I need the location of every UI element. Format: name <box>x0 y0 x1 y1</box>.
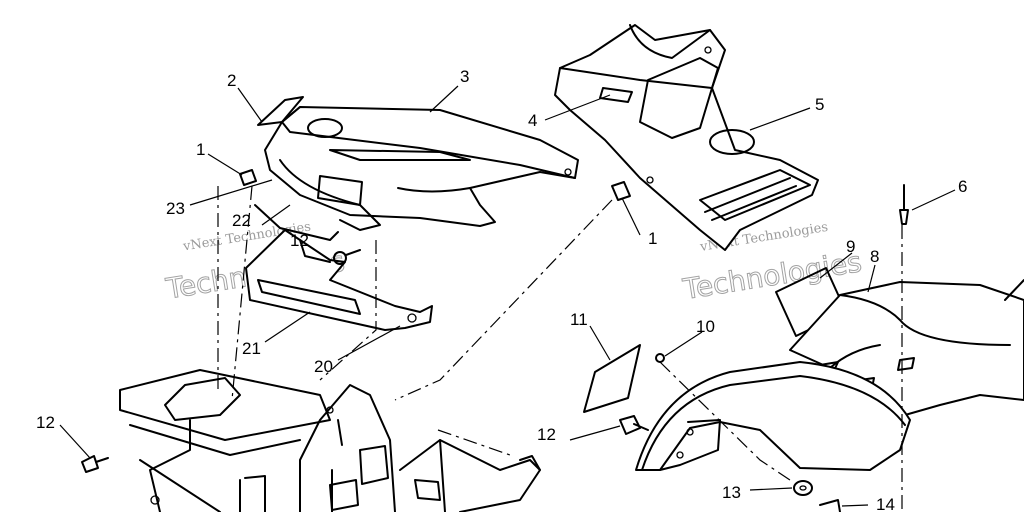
part-12-screw-middle <box>619 415 649 435</box>
callout-12-middle: 12 <box>537 425 556 444</box>
part-11-decal <box>583 344 641 413</box>
callout-5: 5 <box>815 95 824 114</box>
leader-lines <box>59 85 956 507</box>
callout-12-upper: 12 <box>290 231 309 250</box>
callout-6: 6 <box>958 177 967 196</box>
part-1-nut-right <box>611 181 631 201</box>
callout-3: 3 <box>460 67 469 86</box>
callout-22: 22 <box>232 211 251 230</box>
callout-labels: 2 3 4 5 1 23 22 12 1 6 9 8 21 20 11 10 1… <box>36 67 967 512</box>
part-13-washer <box>793 480 813 496</box>
callout-14: 14 <box>876 495 895 512</box>
callout-12-left: 12 <box>36 413 55 432</box>
callout-13: 13 <box>722 483 741 502</box>
part-14-bolt <box>819 499 841 512</box>
part-6-rod <box>899 184 909 225</box>
part-5-console <box>554 24 819 251</box>
callout-10: 10 <box>696 317 715 336</box>
part-2-clip <box>257 96 304 126</box>
part-21-lower-panel <box>245 229 433 331</box>
part-10-screw <box>655 353 665 363</box>
callout-1-right: 1 <box>648 229 657 248</box>
callout-23: 23 <box>166 199 185 218</box>
callout-11: 11 <box>570 310 588 329</box>
callout-9: 9 <box>846 237 855 256</box>
front-fender <box>635 361 911 471</box>
callout-2: 2 <box>227 71 236 90</box>
watermark-big-right: Technologies <box>680 245 864 306</box>
frame-lower <box>119 369 541 512</box>
callout-4: 4 <box>528 111 537 130</box>
rear-fender <box>789 279 1024 416</box>
part-1-nut-left <box>239 169 257 186</box>
part-12-screw-upper <box>333 249 361 265</box>
part-3-front-panel <box>264 106 579 231</box>
callout-20: 20 <box>314 357 333 376</box>
callout-1-left: 1 <box>196 140 205 159</box>
callout-8: 8 <box>870 247 879 266</box>
callout-21: 21 <box>242 339 261 358</box>
part-22-bracket <box>254 204 339 241</box>
part-12-screw-left <box>81 455 109 473</box>
